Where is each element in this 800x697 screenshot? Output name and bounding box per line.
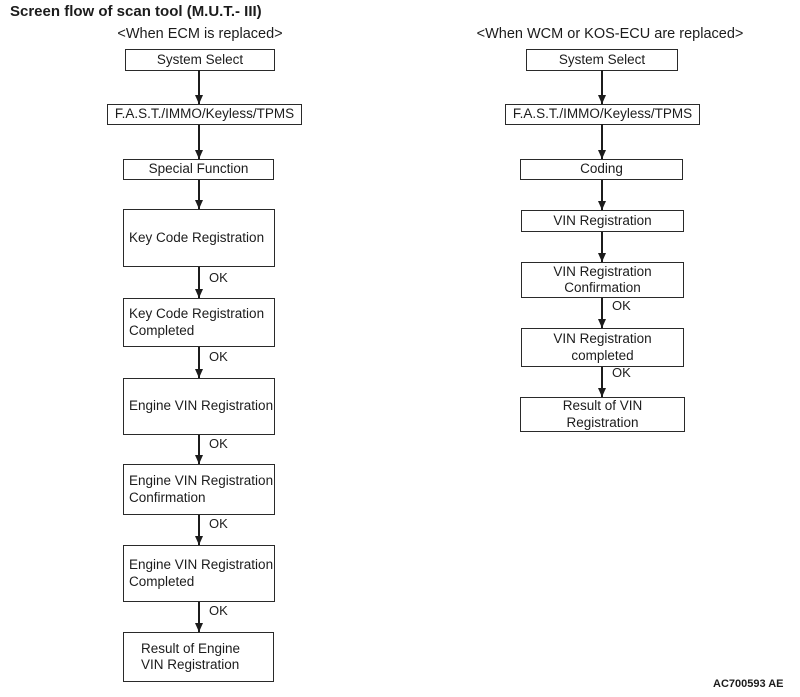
arrow-down-icon bbox=[194, 347, 203, 378]
arrow-down-icon bbox=[194, 125, 203, 159]
ok-label: OK bbox=[209, 436, 228, 451]
arrow-down-icon bbox=[597, 70, 606, 104]
flow-box-result-of-engine-vin-registration: Result of Engine VIN Registration bbox=[123, 632, 274, 682]
arrow-down-icon bbox=[194, 267, 203, 298]
arrow-down-icon bbox=[194, 180, 203, 209]
arrow-down-icon bbox=[597, 367, 606, 397]
arrow-down-icon bbox=[194, 70, 203, 104]
flow-box-engine-vin-registration: Engine VIN Registration bbox=[123, 378, 275, 435]
figure-code: AC700593 AE bbox=[713, 678, 784, 690]
flow-box-special-function: Special Function bbox=[123, 159, 274, 180]
arrow-down-icon bbox=[194, 602, 203, 632]
flow-box-vin-registration-confirmation: VIN Registration Confirmation bbox=[521, 262, 684, 298]
flow-box-coding: Coding bbox=[520, 159, 683, 180]
ok-label: OK bbox=[209, 603, 228, 618]
arrow-down-icon bbox=[597, 124, 606, 159]
flow-box-fast-immo-keyless-tpms: F.A.S.T./IMMO/Keyless/TPMS bbox=[107, 104, 302, 125]
ok-label: OK bbox=[209, 270, 228, 285]
flow-box-system-select: System Select bbox=[125, 49, 275, 71]
arrow-down-icon bbox=[597, 232, 606, 262]
flow-box-vin-registration: VIN Registration bbox=[521, 210, 684, 232]
flow-box-key-code-registration: Key Code Registration bbox=[123, 209, 275, 267]
arrow-down-icon bbox=[194, 435, 203, 464]
ok-label: OK bbox=[612, 298, 631, 313]
ok-label: OK bbox=[209, 349, 228, 364]
flow-box-fast-immo-keyless-tpms: F.A.S.T./IMMO/Keyless/TPMS bbox=[505, 104, 700, 125]
page-title: Screen flow of scan tool (M.U.T.- III) bbox=[10, 3, 262, 20]
ok-label: OK bbox=[612, 365, 631, 380]
column-header-ecm: <When ECM is replaced> bbox=[117, 26, 283, 42]
flow-box-system-select: System Select bbox=[526, 49, 678, 71]
column-header-wcm-kos-ecu: <When WCM or KOS-ECU are replaced> bbox=[476, 26, 744, 42]
flow-box-engine-vin-registration-completed: Engine VIN Registration Completed bbox=[123, 545, 275, 602]
arrow-down-icon bbox=[597, 180, 606, 210]
flow-box-engine-vin-registration-confirmation: Engine VIN Registration Confirmation bbox=[123, 464, 275, 515]
flow-box-key-code-registration-completed: Key Code Registration Completed bbox=[123, 298, 275, 347]
flow-box-result-of-vin-registration: Result of VIN Registration bbox=[520, 397, 685, 432]
ok-label: OK bbox=[209, 516, 228, 531]
arrow-down-icon bbox=[597, 298, 606, 328]
flow-box-vin-registration-completed: VIN Registration completed bbox=[521, 328, 684, 367]
arrow-down-icon bbox=[194, 515, 203, 545]
